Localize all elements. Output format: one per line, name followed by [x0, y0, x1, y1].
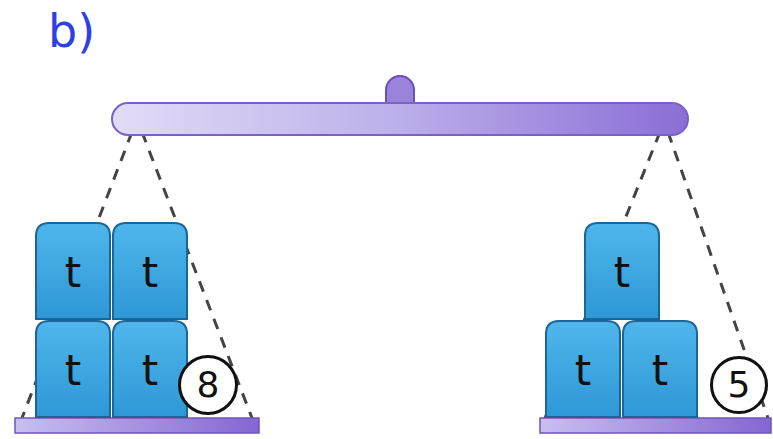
weight-number: 8: [178, 355, 238, 415]
block-shape: [36, 321, 110, 417]
block-shape: [623, 321, 697, 417]
unknown-block: t: [112, 320, 188, 418]
block-shape: [546, 321, 620, 417]
unknown-block: t: [545, 320, 621, 418]
block-letter: t: [35, 222, 111, 320]
block-letter: t: [622, 320, 698, 418]
unknown-block: t: [35, 320, 111, 418]
pivot-knob: [386, 76, 414, 104]
block-letter: t: [545, 320, 621, 418]
unknown-block: t: [112, 222, 188, 320]
weight-circle: 8: [178, 355, 238, 415]
block-shape: [36, 223, 110, 319]
block-shape: [585, 223, 659, 319]
unknown-block: t: [584, 222, 660, 320]
unknown-block: t: [622, 320, 698, 418]
block-letter: t: [35, 320, 111, 418]
block-letter: t: [584, 222, 660, 320]
block-letter: t: [112, 222, 188, 320]
pan-strings: [22, 132, 768, 418]
right-pan: [540, 418, 771, 433]
balance-beam: [112, 103, 688, 135]
weight-circle: 5: [710, 356, 768, 414]
block-shape: [113, 321, 187, 417]
unknown-block: t: [35, 222, 111, 320]
left-pan: [15, 418, 259, 433]
block-shape: [113, 223, 187, 319]
block-letter: t: [112, 320, 188, 418]
weight-number: 5: [710, 356, 768, 414]
part-label: b): [48, 8, 95, 54]
